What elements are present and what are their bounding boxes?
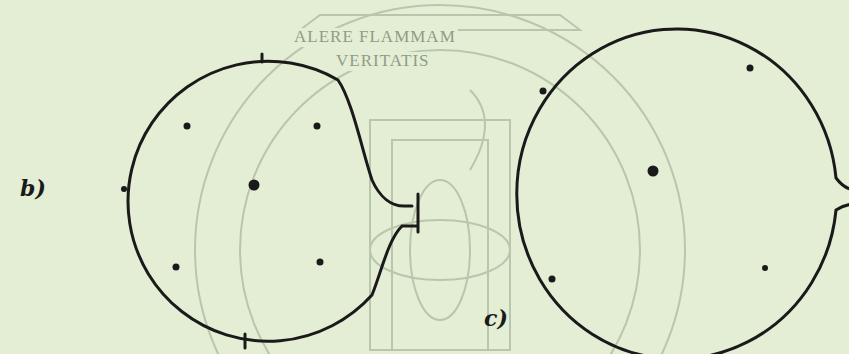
watermark-seal [195,5,685,354]
figure-label: c) [484,306,508,330]
dots [540,65,769,283]
dots [121,123,324,271]
watermark-text: ALERE FLAMMAM [292,28,458,47]
flask-outline [128,54,418,348]
figure-label: b) [20,176,46,200]
watermark-text: VERITATIS [334,52,432,71]
flask-outline [517,29,849,354]
